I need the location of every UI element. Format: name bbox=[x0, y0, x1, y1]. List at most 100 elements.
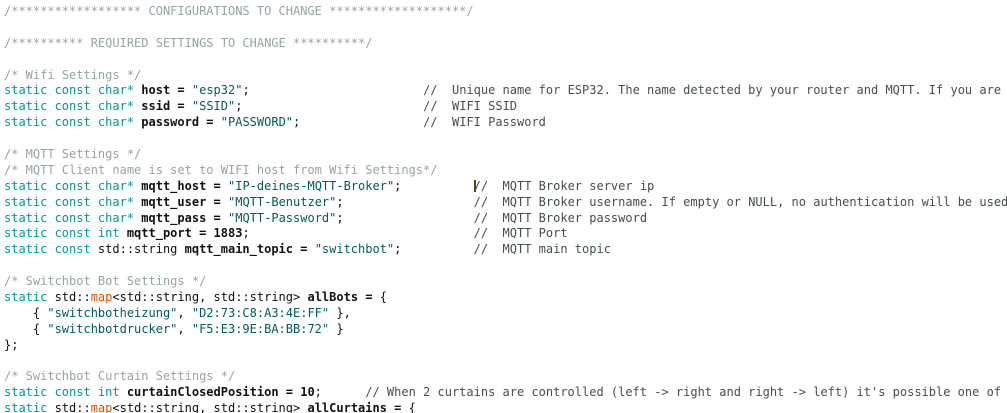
code-line[interactable]: static const char* password = "PASSWORD"… bbox=[4, 115, 1007, 131]
code-segment-op: = bbox=[206, 178, 228, 193]
code-segment-pl: std:: bbox=[54, 401, 91, 413]
code-segment-kw: static const char* bbox=[4, 115, 135, 130]
code-line[interactable]: /* Switchbot Bot Settings */ bbox=[4, 274, 1007, 290]
code-segment-or: map bbox=[90, 401, 113, 413]
code-segment-pl: , bbox=[177, 305, 192, 320]
code-segment-bc: /* MQTT Client name is set to WIFI host … bbox=[4, 162, 438, 177]
code-segment-pl bbox=[344, 211, 474, 225]
code-segment-kw: static const char* bbox=[4, 99, 135, 114]
code-segment-bc: /* Switchbot Bot Settings */ bbox=[4, 274, 207, 289]
code-segment-op: = 1883 bbox=[191, 226, 243, 241]
code-segment-pl: { bbox=[4, 305, 48, 320]
code-segment-pl: <std::string, std::string> bbox=[112, 401, 308, 413]
code-segment-pl: }; bbox=[4, 337, 19, 352]
code-segment-lc: // WIFI Password bbox=[423, 115, 546, 130]
code-line[interactable] bbox=[4, 131, 1007, 147]
code-line[interactable]: /* MQTT Settings */ bbox=[4, 147, 1007, 163]
code-line[interactable] bbox=[4, 20, 1007, 36]
code-segment-str: "F5:E3:9E:BA:BB:72" bbox=[191, 321, 330, 336]
code-segment-pl: ; bbox=[336, 194, 344, 209]
code-segment-id: curtainClosedPosition bbox=[126, 385, 279, 400]
code-segment-pl bbox=[401, 242, 473, 256]
code-segment-pl: std::string bbox=[97, 242, 185, 257]
code-line[interactable]: static const int mqtt_port = 1883; // MQ… bbox=[4, 226, 1007, 242]
code-segment-kw: static const char* bbox=[4, 210, 135, 225]
code-segment-pl bbox=[250, 226, 474, 240]
code-segment-kw: static const int bbox=[4, 226, 120, 241]
code-segment-kw: static const int bbox=[4, 385, 120, 400]
code-segment-kw: static const char* bbox=[4, 178, 135, 193]
code-line[interactable] bbox=[4, 52, 1007, 68]
code-line[interactable] bbox=[4, 258, 1007, 274]
code-line[interactable]: /* MQTT Client name is set to WIFI host … bbox=[4, 163, 1007, 179]
code-segment-pl: { bbox=[4, 321, 48, 336]
code-segment-kw: static bbox=[4, 290, 55, 305]
code-segment-op: = bbox=[206, 210, 228, 225]
code-line[interactable]: static const int curtainClosedPosition =… bbox=[4, 385, 1007, 401]
code-line[interactable]: static const char* ssid = "SSID"; // WIF… bbox=[4, 99, 1007, 115]
code-line[interactable]: }; bbox=[4, 338, 1007, 354]
code-segment-pl: ; bbox=[293, 115, 301, 130]
code-segment-str: "PASSWORD" bbox=[220, 115, 294, 130]
code-segment-id: ssid bbox=[141, 99, 171, 114]
code-line[interactable]: { "switchbotheizung", "D2:73:C8:A3:4E:FF… bbox=[4, 306, 1007, 322]
code-line[interactable]: /* Switchbot Curtain Settings */ bbox=[4, 369, 1007, 385]
code-segment-str: "esp32" bbox=[191, 83, 243, 98]
code-segment-str: "MQTT-Password" bbox=[228, 210, 337, 225]
code-line[interactable]: static const char* host = "esp32"; // Un… bbox=[4, 83, 1007, 99]
code-line[interactable] bbox=[4, 354, 1007, 370]
code-segment-pl bbox=[242, 99, 423, 113]
code-segment-id: mqtt_main_topic bbox=[184, 242, 293, 257]
code-segment-lc: // MQTT Broker server ip bbox=[473, 178, 655, 193]
code-segment-id: host bbox=[141, 83, 171, 98]
code-segment-pl: ; bbox=[235, 99, 243, 114]
code-segment-id: password bbox=[141, 115, 200, 130]
code-line[interactable]: static const char* mqtt_pass = "MQTT-Pas… bbox=[4, 211, 1007, 227]
code-segment-pl: } bbox=[329, 321, 344, 336]
code-segment-str: "MQTT-Benutzer" bbox=[228, 194, 337, 209]
code-segment-pl: { bbox=[408, 401, 416, 413]
code-segment-lc: // MQTT Broker password bbox=[473, 210, 648, 225]
code-line[interactable]: /********** REQUIRED SETTINGS TO CHANGE … bbox=[4, 36, 1007, 52]
code-segment-pl: ; bbox=[242, 83, 250, 98]
code-segment-op: = bbox=[386, 401, 409, 413]
code-segment-pl: }, bbox=[329, 305, 351, 320]
code-segment-op: = bbox=[358, 290, 380, 305]
code-segment-pl bbox=[120, 226, 127, 240]
code-segment-pl: { bbox=[379, 290, 387, 305]
code-segment-pl bbox=[120, 385, 127, 399]
code-segment-bc: /* Wifi Settings */ bbox=[4, 67, 142, 82]
code-segment-lc: // When 2 curtains are controlled (left … bbox=[365, 385, 1002, 400]
code-line[interactable]: { "switchbotdrucker", "F5:E3:9E:BA:BB:72… bbox=[4, 322, 1007, 338]
code-segment-op: = bbox=[293, 242, 315, 257]
code-segment-pl bbox=[401, 179, 473, 193]
code-segment-lc: // MQTT Port bbox=[473, 226, 568, 241]
code-segment-op: = bbox=[199, 115, 221, 130]
code-segment-pl: ; bbox=[242, 226, 250, 241]
code-line[interactable]: static const char* mqtt_host = "IP-deine… bbox=[4, 179, 1007, 195]
code-segment-pl bbox=[344, 195, 474, 209]
code-segment-pl: ; bbox=[394, 242, 402, 257]
code-segment-pl bbox=[300, 115, 423, 129]
code-segment-kw: static bbox=[4, 401, 55, 413]
code-segment-pl: , bbox=[177, 321, 192, 336]
code-segment-kw: static const bbox=[4, 242, 98, 257]
code-segment-id: mqtt_pass bbox=[141, 210, 207, 225]
code-segment-str: "D2:73:C8:A3:4E:FF" bbox=[191, 305, 330, 320]
code-segment-id: mqtt_user bbox=[141, 194, 207, 209]
code-line[interactable]: static const std::string mqtt_main_topic… bbox=[4, 242, 1007, 258]
code-line[interactable]: static std::map<std::string, std::string… bbox=[4, 290, 1007, 306]
code-line[interactable]: /* Wifi Settings */ bbox=[4, 68, 1007, 84]
code-segment-str: "IP-deines-MQTT-Broker" bbox=[228, 178, 395, 193]
code-segment-bc: /* Switchbot Curtain Settings */ bbox=[4, 369, 236, 384]
code-segment-or: map bbox=[90, 290, 113, 305]
code-segment-pl: <std::string, std::string> bbox=[112, 290, 308, 305]
code-segment-op: = 10 bbox=[278, 385, 315, 400]
code-segment-bc: /* MQTT Settings */ bbox=[4, 147, 142, 162]
code-line[interactable]: static std::map<std::string, std::string… bbox=[4, 401, 1007, 413]
code-line[interactable]: static const char* mqtt_user = "MQTT-Ben… bbox=[4, 195, 1007, 211]
code-line[interactable]: /****************** CONFIGURATIONS TO CH… bbox=[4, 4, 1007, 20]
code-segment-pl: ; bbox=[336, 210, 344, 225]
